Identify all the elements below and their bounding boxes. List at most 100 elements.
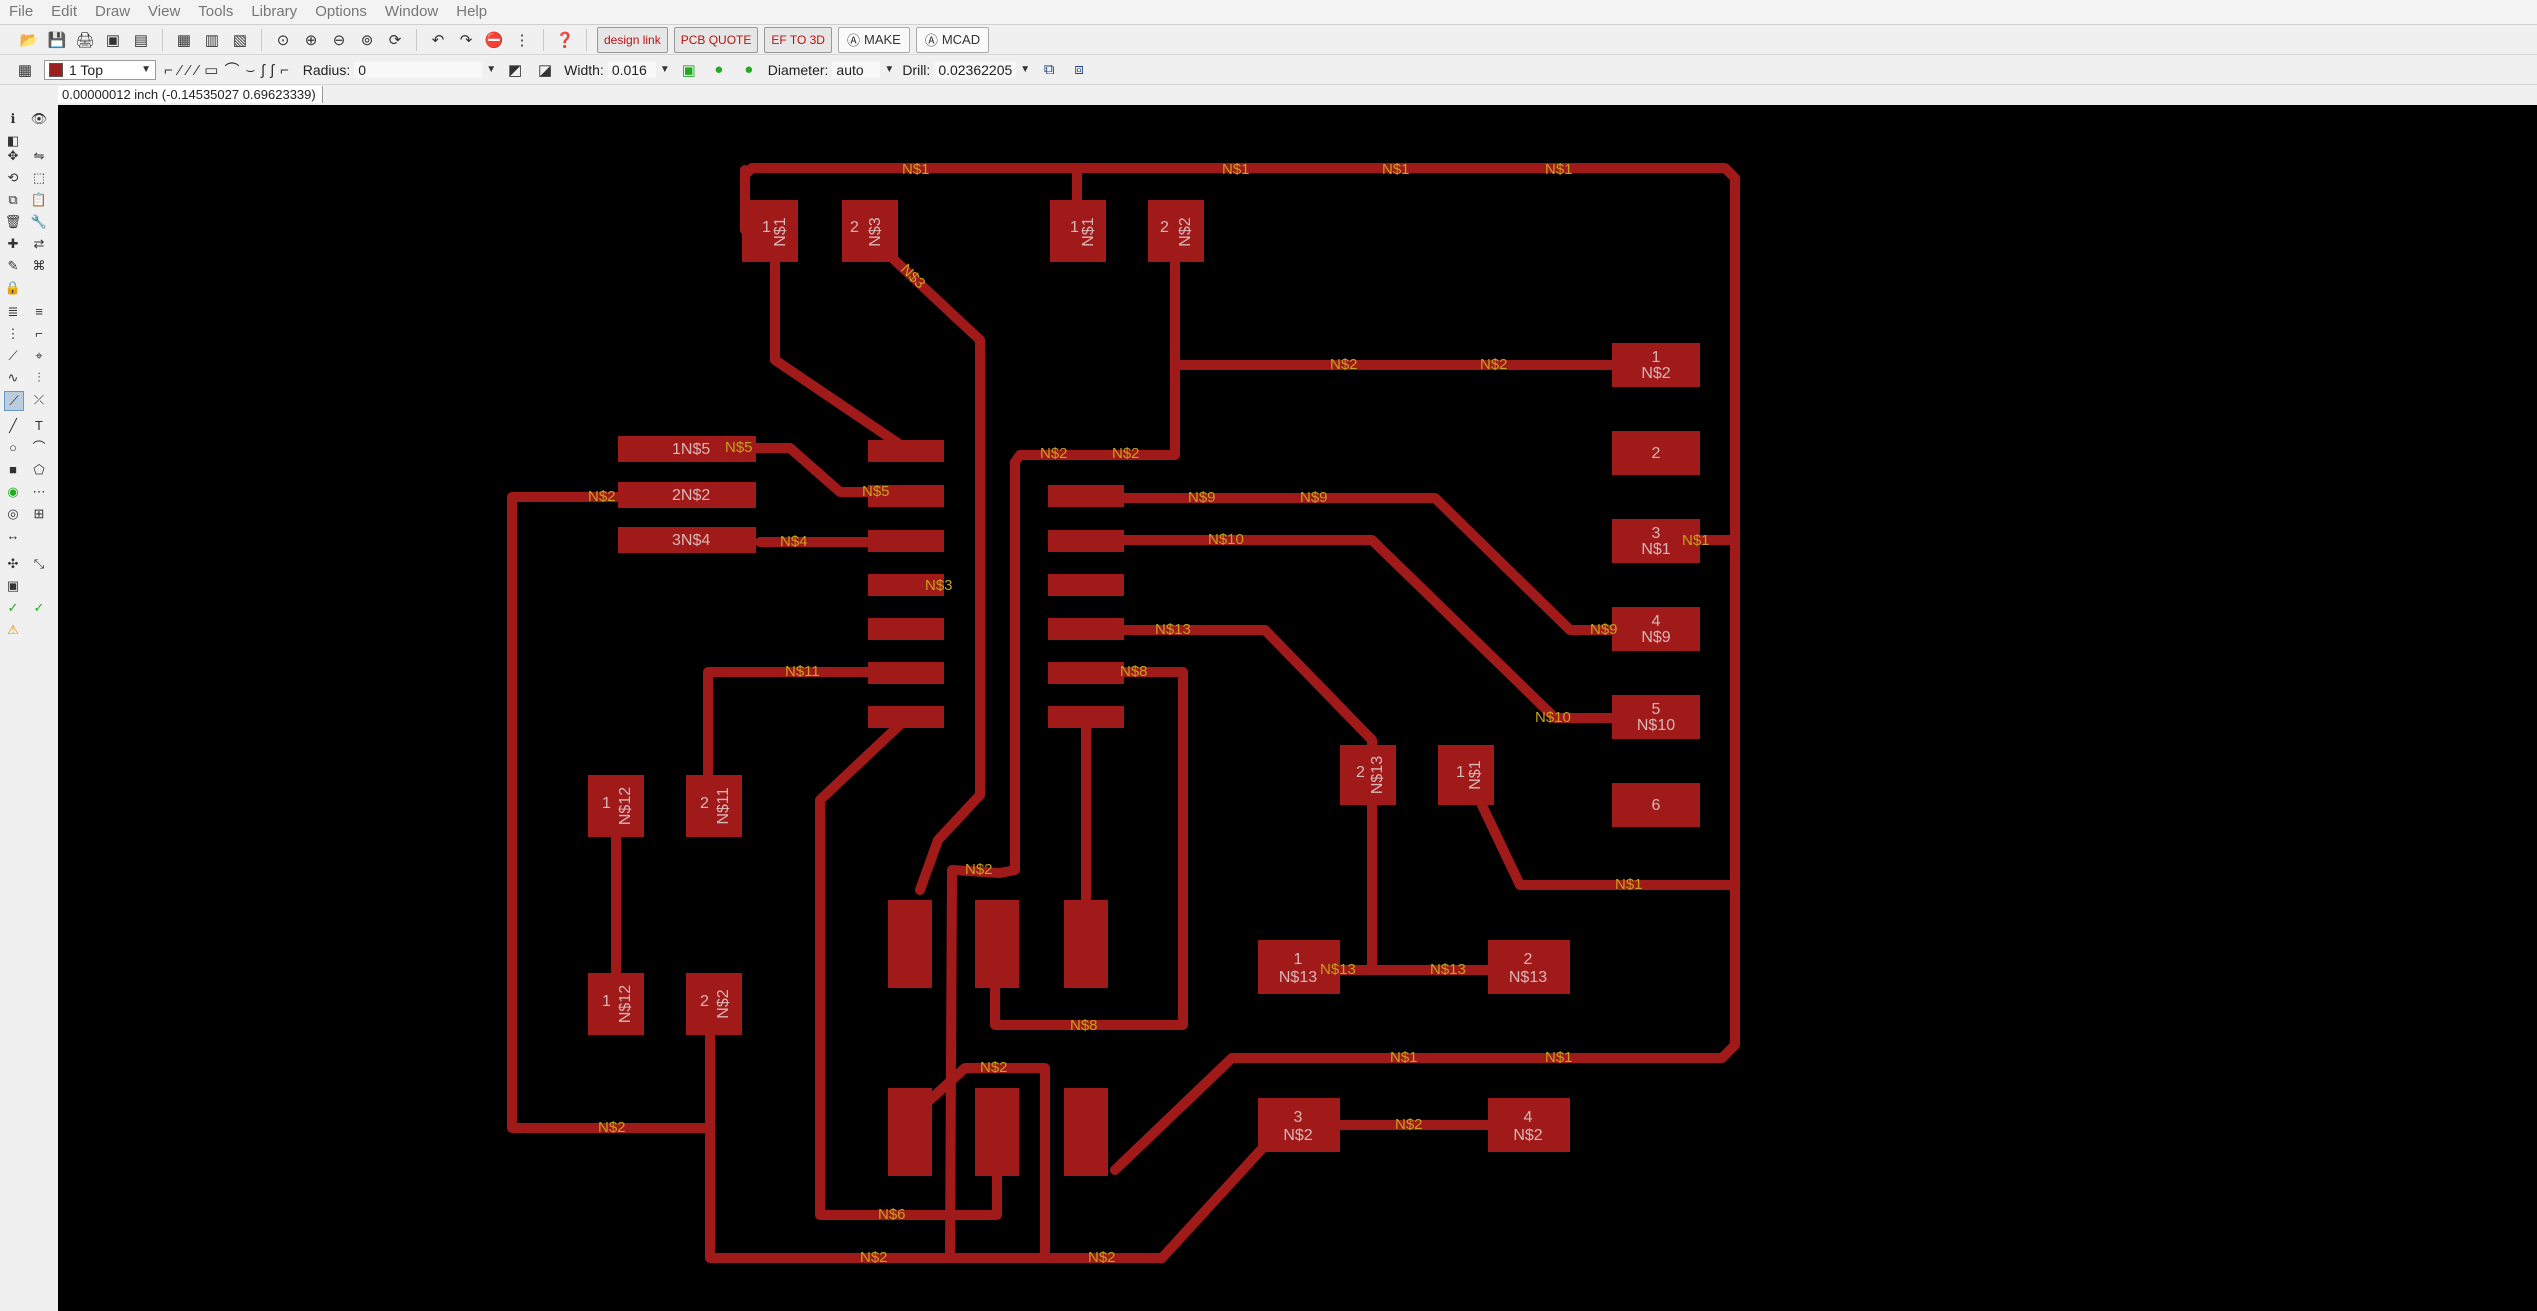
stop-icon[interactable]: ⛔ bbox=[484, 31, 504, 49]
pcb-canvas[interactable]: 1N$5 2N$2 3N$4 1 N$1 2 N$3 1 N$1 2 N$2 1… bbox=[58, 105, 2537, 1311]
ulp-icon[interactable]: ▧ bbox=[232, 31, 248, 49]
radius-field[interactable]: Radius: 0 ▼ bbox=[303, 61, 497, 78]
ripup-icon[interactable]: ⤫ bbox=[33, 392, 45, 407]
paste-icon[interactable]: 📋 bbox=[30, 192, 48, 207]
go-icon[interactable]: ⋮ bbox=[514, 31, 530, 49]
hole-icon[interactable]: ◎ bbox=[7, 506, 19, 521]
via-icon[interactable]: ◉ bbox=[7, 484, 19, 499]
text-icon[interactable]: T bbox=[35, 418, 43, 433]
erc-icon[interactable]: ✓ bbox=[7, 600, 19, 615]
rectangle-icon[interactable]: ■ bbox=[9, 462, 17, 477]
warning-icon[interactable]: ⚠ bbox=[7, 622, 19, 637]
split-icon[interactable]: ⟋ bbox=[8, 348, 18, 363]
group-icon[interactable]: ⬚ bbox=[32, 170, 46, 185]
move-icon[interactable]: ✥ bbox=[7, 148, 19, 163]
mirror-icon[interactable]: ⇋ bbox=[33, 148, 45, 163]
info-icon[interactable]: ℹ bbox=[10, 111, 16, 126]
design-link-button[interactable]: design link bbox=[597, 26, 668, 53]
layer-icon[interactable]: ◧ bbox=[6, 133, 20, 148]
route-icon[interactable]: ⟋ bbox=[4, 391, 24, 411]
lock-icon[interactable]: 🔒 bbox=[4, 280, 22, 295]
menu-window[interactable]: Window bbox=[384, 3, 439, 20]
grid-icon[interactable]: ▦ bbox=[17, 61, 33, 79]
diameter-value[interactable]: auto bbox=[832, 61, 881, 78]
via-stack-icon[interactable]: ⧈ bbox=[1074, 61, 1084, 78]
menu-file[interactable]: File bbox=[9, 3, 34, 20]
via-round-icon[interactable]: ● bbox=[714, 61, 724, 78]
change-icon[interactable]: ✎ bbox=[7, 258, 19, 273]
polygon-icon[interactable]: ⬠ bbox=[33, 462, 45, 477]
redo-icon[interactable]: ↷ bbox=[459, 31, 473, 49]
signal-icon[interactable]: ⋯ bbox=[32, 484, 46, 499]
print-icon[interactable]: 🖨 bbox=[75, 31, 95, 49]
wrench-icon[interactable]: 🔧 bbox=[30, 214, 48, 229]
ratsnest-icon[interactable]: ✣ bbox=[7, 556, 19, 571]
eagle-to-3d-button[interactable]: EF TO 3D bbox=[764, 26, 832, 53]
undo-icon[interactable]: ↶ bbox=[431, 31, 445, 49]
zoom-fit-icon[interactable]: ⊙ bbox=[276, 31, 290, 49]
drill-field[interactable]: Drill: 0.02362205 ▼ bbox=[902, 61, 1031, 78]
menu-options[interactable]: Options bbox=[315, 3, 367, 20]
menu-draw[interactable]: Draw bbox=[95, 3, 131, 20]
delete-icon[interactable]: 🗑 bbox=[4, 214, 22, 229]
menu-tools[interactable]: Tools bbox=[198, 3, 234, 20]
open-icon[interactable]: 📂 bbox=[19, 31, 39, 49]
replace-icon[interactable]: ⇄ bbox=[33, 236, 45, 251]
menu-edit[interactable]: Edit bbox=[51, 3, 78, 20]
drill-value[interactable]: 0.02362205 bbox=[934, 61, 1017, 78]
circle-icon[interactable]: ○ bbox=[9, 440, 17, 455]
rotate-icon[interactable]: ⟲ bbox=[7, 170, 19, 185]
arc-icon[interactable]: ⌒ bbox=[32, 440, 46, 455]
chevron-down-icon[interactable]: ▼ bbox=[659, 64, 670, 75]
line-icon[interactable]: ╱ bbox=[9, 418, 17, 433]
zoom-out-icon[interactable]: ⊖ bbox=[332, 31, 346, 49]
run-ulp-icon[interactable]: ▥ bbox=[204, 31, 220, 49]
miter-straight-icon[interactable]: ◪ bbox=[538, 61, 553, 79]
optimize-icon[interactable]: ⌘ bbox=[32, 258, 46, 273]
trace-label: N$2 bbox=[1480, 356, 1508, 373]
miter-icon[interactable]: ⌐ bbox=[35, 326, 43, 341]
via-layers-icon[interactable]: ⧉ bbox=[1043, 61, 1055, 78]
cam-icon[interactable]: ▣ bbox=[105, 31, 121, 49]
chevron-down-icon[interactable]: ▼ bbox=[1020, 64, 1031, 75]
miter-round-icon[interactable]: ◩ bbox=[508, 61, 523, 79]
radius-value[interactable]: 0 bbox=[354, 61, 483, 78]
differential-icon[interactable]: ⫶ bbox=[37, 370, 41, 385]
via-square-icon[interactable]: ▣ bbox=[681, 61, 696, 79]
smash-icon[interactable]: ⋮ bbox=[6, 326, 20, 341]
pcb-quote-button[interactable]: PCB QUOTE bbox=[673, 26, 759, 53]
value-icon[interactable]: ≡ bbox=[35, 304, 43, 319]
autorouter-icon[interactable]: ⤡ bbox=[33, 556, 45, 571]
width-value[interactable]: 0.016 bbox=[607, 61, 656, 78]
name-icon[interactable]: ≣ bbox=[7, 304, 19, 319]
trace-label: N$2 bbox=[588, 488, 616, 505]
chevron-down-icon[interactable]: ▼ bbox=[486, 64, 497, 75]
width-field[interactable]: Width: 0.016 ▼ bbox=[564, 61, 670, 78]
diameter-field[interactable]: Diameter: auto ▼ bbox=[768, 61, 895, 78]
add-icon[interactable]: ✚ bbox=[7, 236, 19, 251]
chevron-down-icon[interactable]: ▼ bbox=[884, 64, 895, 75]
menu-view[interactable]: View bbox=[148, 3, 181, 20]
drc-icon[interactable]: ✓ bbox=[33, 600, 45, 615]
attribute-icon[interactable]: ⊞ bbox=[33, 506, 45, 521]
menu-library[interactable]: Library bbox=[251, 3, 298, 20]
show-icon[interactable]: 👁 bbox=[30, 111, 48, 126]
redraw-icon[interactable]: ⟳ bbox=[388, 31, 402, 49]
copy-icon[interactable]: ⧉ bbox=[8, 192, 18, 207]
board-icon[interactable]: ▣ bbox=[6, 578, 20, 593]
dimension-icon[interactable]: ↔ bbox=[6, 528, 20, 543]
menu-help[interactable]: Help bbox=[456, 3, 488, 20]
help-icon[interactable]: ❓ bbox=[555, 31, 575, 49]
zoom-in-icon[interactable]: ⊕ bbox=[304, 31, 318, 49]
script-icon[interactable]: ▦ bbox=[176, 31, 192, 49]
wire-bend-icons[interactable]: ⌐⁄⁄⁄▭⌒⌣ʃʃ⌐ bbox=[164, 62, 295, 79]
layer-select[interactable]: 1 Top ▼ bbox=[44, 59, 156, 80]
schematic-switch-icon[interactable]: ▤ bbox=[133, 31, 149, 49]
zoom-select-icon[interactable]: ⊚ bbox=[360, 31, 374, 49]
meander-icon[interactable]: ∿ bbox=[7, 370, 19, 385]
save-icon[interactable]: 💾 bbox=[47, 31, 67, 49]
via-octagon-icon[interactable]: ● bbox=[744, 61, 754, 78]
optimize-wire-icon[interactable]: ⌖ bbox=[35, 348, 43, 363]
